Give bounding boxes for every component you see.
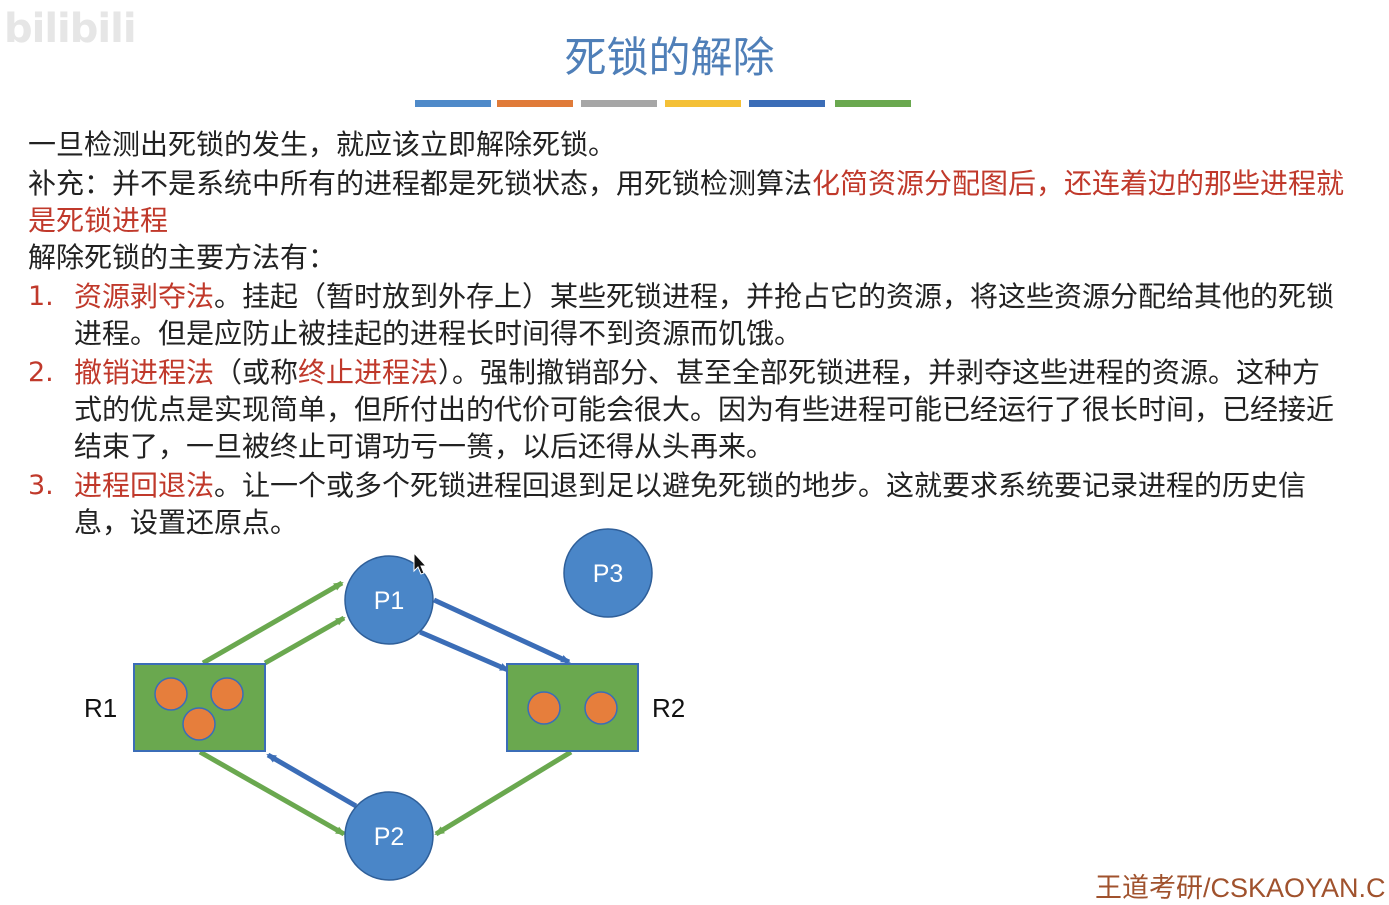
supplement-text: 补充：并不是系统中所有的进程都是死锁状态，用死锁检测算法化简资源分配图后，还连着…	[28, 165, 1348, 239]
color-bar-segment-3	[581, 100, 657, 107]
method-number: 3.	[28, 470, 54, 501]
footer-brand: 王道考研/CSKAOYAN.C	[1095, 873, 1386, 903]
edge-r1-to-p2	[198, 749, 346, 837]
method-item-2: 2. 撤销进程法（或称终止进程法）。强制撤销部分、甚至全部死锁进程，并剥夺这些进…	[28, 354, 1348, 465]
intro-text: 一旦检测出死锁的发生，就应该立即解除死锁。	[28, 128, 617, 161]
page-title: 死锁的解除	[564, 33, 775, 82]
method-text: 。挂起（暂时放到外存上）某些死锁进程，并抢占它的资源，将这些资源分配给其他的死锁…	[74, 280, 1335, 350]
method-number: 2.	[28, 357, 54, 388]
process-p2	[344, 791, 434, 881]
color-bar-segment-6	[835, 100, 911, 107]
supplement-prefix: 补充：并不是系统中所有的进程都是死锁状态，用死锁检测算法	[28, 167, 813, 200]
method-item-1: 1. 资源剥夺法。挂起（暂时放到外存上）某些死锁进程，并抢占它的资源，将这些资源…	[28, 278, 1348, 352]
edge-r1-to-p1-a	[201, 580, 344, 666]
process-p3	[563, 528, 653, 618]
process-label-p3: P3	[593, 560, 624, 588]
resource-r2	[506, 663, 639, 752]
resource-instance	[584, 691, 618, 725]
edge-p1-to-r2-a	[432, 597, 571, 665]
methods-heading: 解除死锁的主要方法有：	[28, 241, 337, 274]
resource-label-r2: R2	[652, 693, 685, 723]
color-bar-segment-2	[497, 100, 573, 107]
supplement-highlight: 化简资源分配图后，还连着边的那些进程就是死锁进程	[28, 167, 1345, 237]
method-alt-name: 终止进程法	[298, 356, 439, 389]
resource-label-r1: R1	[84, 693, 117, 723]
resource-instance	[182, 707, 216, 741]
resource-instance	[210, 677, 244, 711]
mouse-cursor-icon	[413, 551, 428, 575]
method-number: 1.	[28, 281, 54, 312]
method-name: 进程回退法	[74, 469, 215, 502]
method-paren: （或称	[214, 356, 299, 389]
edge-p1-to-r2-b	[419, 629, 510, 673]
slide-content: 一旦检测出死锁的发生，就应该立即解除死锁。 补充：并不是系统中所有的进程都是死锁…	[28, 126, 1348, 541]
edge-r2-to-p2	[434, 749, 573, 837]
process-p1	[344, 555, 434, 645]
process-label-p2: P2	[374, 823, 405, 851]
method-text: ）。强制撤销部分、甚至全部死锁进程，并剥夺这些进程的资源。这种方式的优点是实现简…	[74, 356, 1335, 463]
color-bar-segment-1	[415, 100, 491, 107]
method-name: 资源剥夺法	[74, 280, 215, 313]
resource-instance	[154, 677, 188, 711]
resource-instance	[527, 691, 561, 725]
process-label-p1: P1	[374, 587, 405, 615]
edge-p2-to-r1	[266, 752, 358, 809]
color-bar-segment-4	[665, 100, 741, 107]
method-item-3: 3. 进程回退法。让一个或多个死锁进程回退到足以避免死锁的地步。这就要求系统要记…	[28, 467, 1348, 541]
method-name: 撤销进程法	[74, 356, 215, 389]
watermark-logo: bilibili	[4, 6, 137, 52]
color-bar-segment-5	[749, 100, 825, 107]
edge-r1-to-p1-b	[263, 615, 346, 666]
method-text: 。让一个或多个死锁进程回退到足以避免死锁的地步。这就要求系统要记录进程的历史信息…	[74, 469, 1307, 539]
